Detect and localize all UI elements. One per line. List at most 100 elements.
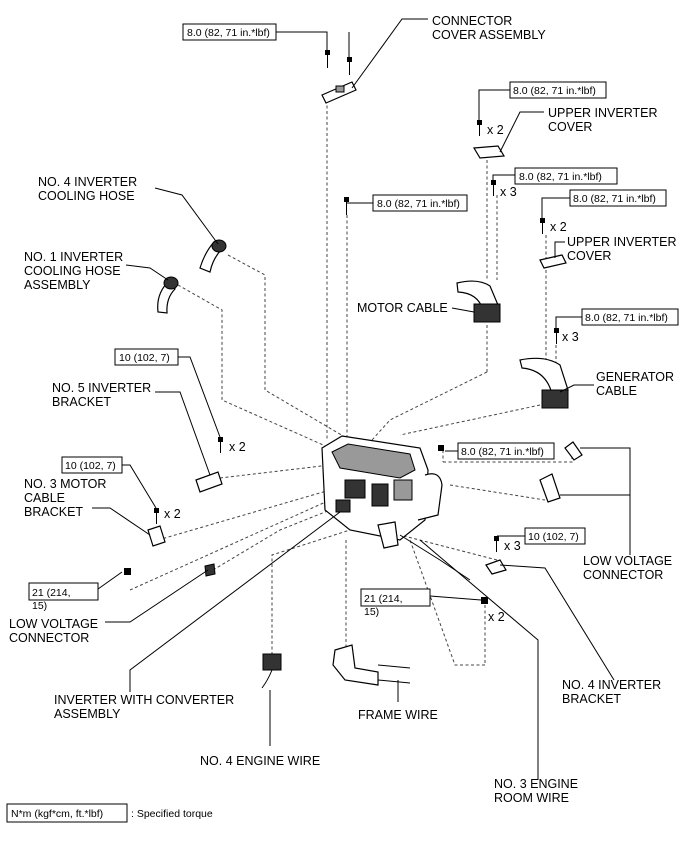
svg-text:FRAME WIRE: FRAME WIRE xyxy=(358,708,438,722)
svg-text:CABLE: CABLE xyxy=(596,384,637,398)
legend-box-text: N*m (kgf*cm, ft.*lbf) xyxy=(11,808,103,820)
no3-motor-cable-bracket-part xyxy=(147,525,166,547)
inverter-with-converter-part xyxy=(321,435,443,549)
quantity-q8: x 3 xyxy=(504,539,521,553)
label-upper-inverter-cover-2: UPPER INVERTER COVER xyxy=(567,235,677,263)
label-low-voltage-connector-left: LOW VOLTAGE CONNECTOR xyxy=(9,617,98,645)
no4-cooling-hose-part xyxy=(199,239,227,273)
svg-text:ROOM WIRE: ROOM WIRE xyxy=(494,791,569,805)
svg-text:CONNECTOR: CONNECTOR xyxy=(9,631,89,645)
torque-value: 8.0 (82, 71 in.*lbf) xyxy=(519,171,602,183)
svg-text:COVER: COVER xyxy=(567,249,611,263)
low-voltage-connector-right-part xyxy=(539,441,583,503)
torque-spec-t12: 21 (214, 15) xyxy=(360,588,431,618)
quantity-q2: x 2 xyxy=(550,220,567,234)
torque-value: 10 (102, 7) xyxy=(119,352,170,364)
torque-spec-t10: 10 (102, 7) xyxy=(524,527,586,545)
torque-value: 21 (214, xyxy=(32,587,71,599)
label-frame-wire: FRAME WIRE xyxy=(358,708,438,722)
torque-spec-t3: 8.0 (82, 71 in.*lbf) xyxy=(514,167,618,185)
svg-text:NO. 4 ENGINE WIRE: NO. 4 ENGINE WIRE xyxy=(200,754,320,768)
generator-cable-part xyxy=(519,357,569,409)
torque-value: 8.0 (82, 71 in.*lbf) xyxy=(187,27,270,39)
torque-legend: N*m (kgf*cm, ft.*lbf) : Specified torque xyxy=(6,803,213,823)
torque-spec-t6: 8.0 (82, 71 in.*lbf) xyxy=(581,308,679,326)
svg-text:NO. 3 MOTOR: NO. 3 MOTOR xyxy=(24,477,106,491)
svg-text:COOLING HOSE: COOLING HOSE xyxy=(24,264,121,278)
label-no4-cooling-hose: NO. 4 INVERTER COOLING HOSE xyxy=(38,175,137,203)
connector-cover-part xyxy=(321,81,357,104)
legend-description: : Specified torque xyxy=(131,808,213,820)
svg-text:BRACKET: BRACKET xyxy=(562,692,621,706)
svg-text:BRACKET: BRACKET xyxy=(24,505,83,519)
no1-cooling-hose-part xyxy=(157,276,179,314)
svg-text:UPPER INVERTER: UPPER INVERTER xyxy=(548,106,658,120)
svg-text:BRACKET: BRACKET xyxy=(52,395,111,409)
svg-text:CONNECTOR: CONNECTOR xyxy=(432,14,512,28)
svg-text:NO. 4 INVERTER: NO. 4 INVERTER xyxy=(38,175,137,189)
label-no4-engine-wire: NO. 4 ENGINE WIRE xyxy=(200,754,320,768)
no4-engine-wire-part xyxy=(261,653,282,689)
dashed-assembly-lines xyxy=(129,100,573,666)
torque-value: 10 (102, 7) xyxy=(528,531,579,543)
label-no5-inverter-bracket: NO. 5 INVERTER BRACKET xyxy=(52,381,151,409)
quantity-q3: x 3 xyxy=(500,185,517,199)
quantity-q6: x 2 xyxy=(164,507,181,521)
svg-text:COVER: COVER xyxy=(548,120,592,134)
svg-text:INVERTER WITH CONVERTER: INVERTER WITH CONVERTER xyxy=(54,693,234,707)
svg-text:ASSEMBLY: ASSEMBLY xyxy=(24,278,91,292)
upper-inverter-cover-2-part xyxy=(539,254,567,269)
bolt-icons xyxy=(124,50,559,604)
quantity-q5: x 3 xyxy=(562,330,579,344)
torque-spec-t4: 8.0 (82, 71 in.*lbf) xyxy=(372,194,468,212)
quantity-q7: x 2 xyxy=(488,610,505,624)
svg-text:CONNECTOR: CONNECTOR xyxy=(583,568,663,582)
torque-spec-t9: 10 (102, 7) xyxy=(61,456,123,474)
svg-text:UPPER INVERTER: UPPER INVERTER xyxy=(567,235,677,249)
quantity-q4: x 2 xyxy=(229,440,246,454)
label-generator-cable: GENERATOR CABLE xyxy=(596,370,674,398)
no5-inverter-bracket-part xyxy=(195,471,223,493)
upper-inverter-cover-1-part xyxy=(472,145,506,159)
label-no3-motor-cable-bracket: NO. 3 MOTOR CABLE BRACKET xyxy=(24,477,106,519)
label-connector-cover: CONNECTOR COVER ASSEMBLY xyxy=(432,14,546,42)
torque-spec-t7: 8.0 (82, 71 in.*lbf) xyxy=(457,442,555,460)
label-no4-inverter-bracket: NO. 4 INVERTER BRACKET xyxy=(562,678,661,706)
torque-spec-t8: 10 (102, 7) xyxy=(114,348,179,366)
torque-value: 8.0 (82, 71 in.*lbf) xyxy=(461,446,544,458)
label-inverter-with-converter: INVERTER WITH CONVERTER ASSEMBLY xyxy=(54,693,234,721)
torque-value: 21 (214, xyxy=(364,593,403,605)
svg-text:GENERATOR: GENERATOR xyxy=(596,370,674,384)
svg-text:COOLING HOSE: COOLING HOSE xyxy=(38,189,135,203)
torque-value: 10 (102, 7) xyxy=(65,460,116,472)
svg-text:NO. 3 ENGINE: NO. 3 ENGINE xyxy=(494,777,578,791)
torque-spec-t1: 8.0 (82, 71 in.*lbf) xyxy=(182,23,277,41)
svg-text:LOW VOLTAGE: LOW VOLTAGE xyxy=(9,617,98,631)
quantity-labels: x 2 x 2 x 3 x 2 x 3 x 2 x 2 x 3 xyxy=(164,123,579,624)
torque-spec-t2: 8.0 (82, 71 in.*lbf) xyxy=(509,81,607,99)
frame-wire-part xyxy=(332,644,411,686)
svg-text:ASSEMBLY: ASSEMBLY xyxy=(54,707,121,721)
no4-inverter-bracket-part xyxy=(485,559,507,575)
torque-value: 8.0 (82, 71 in.*lbf) xyxy=(585,312,668,324)
svg-text:NO. 1 INVERTER: NO. 1 INVERTER xyxy=(24,250,123,264)
svg-text:MOTOR CABLE: MOTOR CABLE xyxy=(357,301,448,315)
torque-value: 15) xyxy=(364,606,379,618)
label-low-voltage-connector-right: LOW VOLTAGE CONNECTOR xyxy=(583,554,672,582)
svg-text:COVER ASSEMBLY: COVER ASSEMBLY xyxy=(432,28,546,42)
label-upper-inverter-cover-1: UPPER INVERTER COVER xyxy=(548,106,658,134)
svg-text:NO. 4 INVERTER: NO. 4 INVERTER xyxy=(562,678,661,692)
svg-text:NO. 5 INVERTER: NO. 5 INVERTER xyxy=(52,381,151,395)
svg-text:CABLE: CABLE xyxy=(24,491,65,505)
torque-value: 15) xyxy=(32,600,47,612)
low-voltage-connector-left-part xyxy=(204,563,216,577)
torque-spec-t11: 21 (214, 15) xyxy=(28,582,99,612)
torque-value: 8.0 (82, 71 in.*lbf) xyxy=(513,85,596,97)
torque-spec-t5: 8.0 (82, 71 in.*lbf) xyxy=(569,189,667,207)
torque-value: 8.0 (82, 71 in.*lbf) xyxy=(377,198,460,210)
leader-lines xyxy=(92,18,631,780)
svg-text:LOW VOLTAGE: LOW VOLTAGE xyxy=(583,554,672,568)
label-no3-engine-room-wire: NO. 3 ENGINE ROOM WIRE xyxy=(494,777,578,805)
label-motor-cable: MOTOR CABLE xyxy=(357,301,448,315)
